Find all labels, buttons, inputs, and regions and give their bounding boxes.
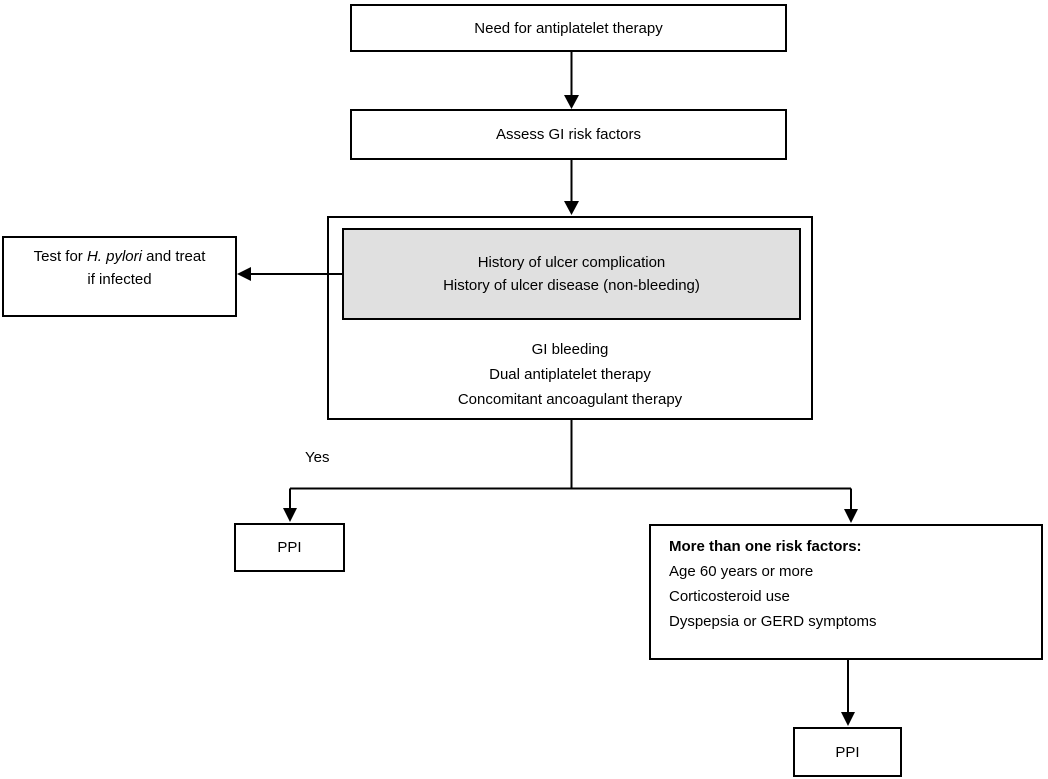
arrow-branch-to-ppi-left [283,488,297,522]
gi-risk-item-2: Dual antiplatelet therapy [489,366,651,383]
test-h-pylori-text: Test for H. pylori and treat if infected [34,245,206,291]
arrow-assess-to-riskbox [564,160,579,215]
node-assess-gi-risk-factors: Assess GI risk factors [350,109,787,160]
ppi-left-label: PPI [277,539,302,556]
node-ppi-bottom: PPI [793,727,902,777]
node-ppi-left: PPI [234,523,345,572]
node-test-h-pylori: Test for H. pylori and treat if infected [2,236,237,317]
node-assess-label: Assess GI risk factors [495,126,642,143]
gi-risk-item-1: GI bleeding [531,341,609,358]
risk-factors-heading: More than one risk factors: [669,538,862,555]
risk-factor-item-1: Age 60 years or more [669,563,814,580]
arrow-branch-to-riskfactors [844,488,858,523]
test-text-prefix: Test for [33,248,87,265]
ulcer-history-line-1: History of ulcer complication [477,254,666,271]
node-gi-risk-group [327,216,813,420]
ppi-bottom-label: PPI [835,743,860,761]
test-text-italic-h-pylori: H. pylori [86,248,142,265]
risk-factor-item-3: Dyspepsia or GERD symptoms [669,613,877,630]
arrow-riskfactors-to-ppi-bottom [841,660,855,726]
node-ulcer-history-shaded: History of ulcer complication History of… [342,228,801,320]
yes-branch-label: Yes [305,449,330,466]
branch-connector [290,420,851,490]
test-text-suffix: and treat if infected [87,248,206,288]
gi-risk-item-3: Concomitant ancoagulant therapy [457,391,683,408]
risk-factor-item-2: Corticosteroid use [669,588,790,605]
gi-risk-list: GI bleeding Dual antiplatelet therapy Co… [327,337,813,412]
node-need-label: Need for antiplatelet therapy [474,19,663,37]
node-need-antiplatelet-therapy: Need for antiplatelet therapy [350,4,787,52]
arrow-need-to-assess [564,52,579,109]
node-more-risk-factors: More than one risk factors: Age 60 years… [649,524,1043,660]
ulcer-history-line-2: History of ulcer disease (non-bleeding) [443,277,700,294]
